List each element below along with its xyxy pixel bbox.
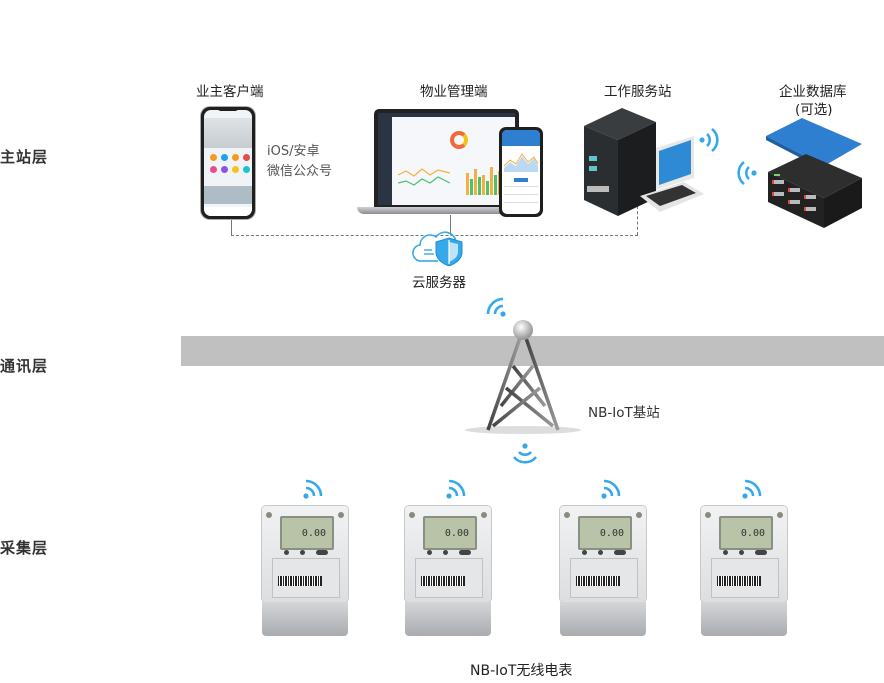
- meter-body: 0.00: [560, 506, 646, 602]
- meter-terminal-block: [701, 602, 787, 636]
- meter-display: 0.00: [578, 516, 632, 550]
- enterprise-db-optional: (可选): [795, 102, 833, 118]
- cloud-server-icon: [412, 231, 463, 266]
- meter-body: 0.00: [405, 506, 491, 602]
- electric-meter: 0.00: [401, 506, 495, 638]
- laptop-image: [374, 109, 519, 207]
- meter-display: 0.00: [280, 516, 334, 550]
- connector-property-mgmt: [450, 215, 451, 235]
- owner-client-platforms: iOS/安卓: [267, 144, 320, 159]
- workstation-image: [584, 108, 704, 216]
- wifi-icon-workstation: [699, 127, 719, 153]
- layer-label-master: 主站层: [0, 148, 49, 166]
- layer-label-communication: 通讯层: [0, 357, 49, 375]
- wifi-icon-meter: [303, 479, 323, 499]
- meter-barcode: [717, 576, 761, 586]
- meter-terminal-block: [560, 602, 646, 636]
- wifi-icon-meter: [601, 479, 621, 499]
- meter-reading: 0.00: [301, 528, 326, 539]
- layer-label-collection: 采集层: [0, 539, 49, 557]
- connector-workstation: [637, 206, 638, 235]
- electric-meter: 0.00: [556, 506, 650, 638]
- base-station-tower-image: [465, 320, 581, 434]
- wifi-icon-meter: [446, 479, 466, 499]
- base-station-label: NB-IoT基站: [588, 405, 660, 421]
- wifi-icon-tower-top: [486, 297, 506, 317]
- meter-terminal-block: [262, 602, 348, 636]
- meter-reading: 0.00: [740, 528, 765, 539]
- meter-barcode: [576, 576, 620, 586]
- laptop-base: [357, 207, 535, 214]
- wifi-icon-database: [737, 160, 757, 186]
- meter-display: 0.00: [719, 516, 773, 550]
- meter-terminal-block: [405, 602, 491, 636]
- wifi-icon-meter: [742, 479, 762, 499]
- owner-client-label: 业主客户端: [196, 84, 264, 100]
- workstation-label: 工作服务站: [604, 84, 672, 100]
- owner-client-wechat: 微信公众号: [267, 164, 333, 179]
- cloud-server-label: 云服务器: [412, 275, 466, 291]
- wifi-icon-tower-bottom: [512, 443, 538, 464]
- property-mgmt-label: 物业管理端: [420, 84, 488, 100]
- electric-meter: 0.00: [697, 506, 791, 638]
- meter-barcode: [278, 576, 322, 586]
- meter-reading: 0.00: [599, 528, 624, 539]
- meter-body: 0.00: [701, 506, 787, 602]
- meter-body: 0.00: [262, 506, 348, 602]
- meter-barcode: [421, 576, 465, 586]
- database-server-image: [766, 118, 862, 228]
- meter-display: 0.00: [423, 516, 477, 550]
- electric-meter: 0.00: [258, 506, 352, 638]
- mobile-management-image: [499, 127, 543, 217]
- enterprise-db-label: 企业数据库: [779, 84, 847, 100]
- connector-owner-client: [231, 219, 232, 235]
- meters-label: NB-IoT无线电表: [470, 663, 573, 679]
- owner-phone-image: [201, 107, 255, 219]
- meter-reading: 0.00: [444, 528, 469, 539]
